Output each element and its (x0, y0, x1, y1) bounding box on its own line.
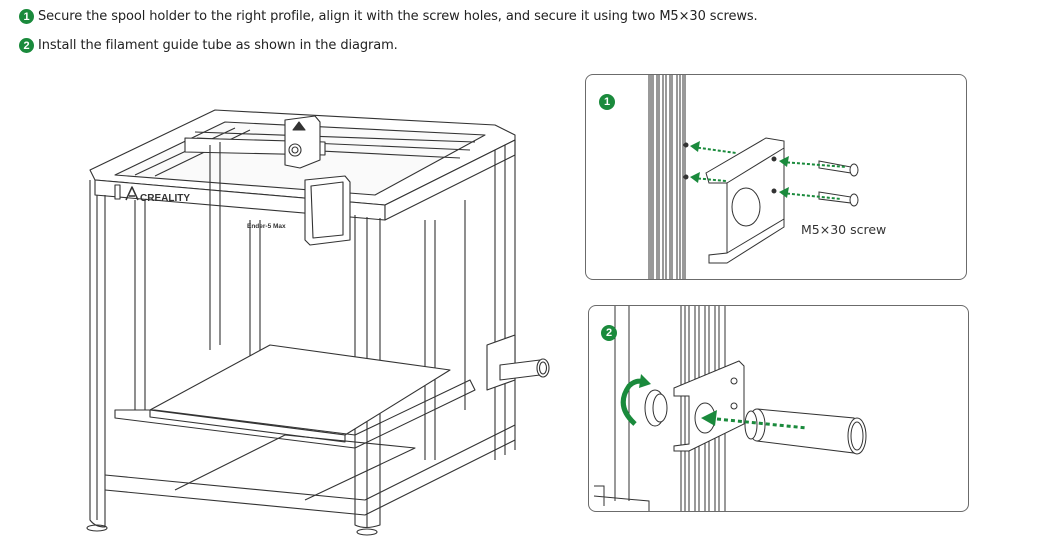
model-label: Ender-5 Max (247, 223, 286, 230)
brand-label: CREALITY (140, 193, 190, 204)
filament-guide-tube (744, 408, 867, 455)
printer-illustration: CREALITY Ender-5 Max (75, 80, 575, 540)
rotate-arrow-icon (620, 374, 651, 426)
instruction-text: Secure the spool holder to the right pro… (38, 9, 758, 24)
instruction-text: Install the filament guide tube as shown… (38, 38, 398, 53)
detail-panel-step-2: 2 (588, 305, 969, 512)
direction-arrow (716, 417, 808, 430)
spool-holder-bracket (705, 137, 785, 264)
aluminum-profile (648, 75, 686, 279)
step-number-badge: 1 (19, 9, 34, 24)
step-number-badge: 2 (19, 38, 34, 53)
instruction-step-1: 1 Secure the spool holder to the right p… (19, 9, 758, 24)
panel-number-badge: 1 (599, 94, 615, 110)
panel-number-badge: 2 (601, 325, 617, 341)
screw-callout-label: M5×30 screw (801, 222, 887, 237)
m5x30-screw (818, 160, 859, 177)
lock-nut (644, 389, 668, 427)
detail-panel-step-1: 1 (585, 74, 967, 280)
instruction-step-2: 2 Install the filament guide tube as sho… (19, 38, 398, 53)
